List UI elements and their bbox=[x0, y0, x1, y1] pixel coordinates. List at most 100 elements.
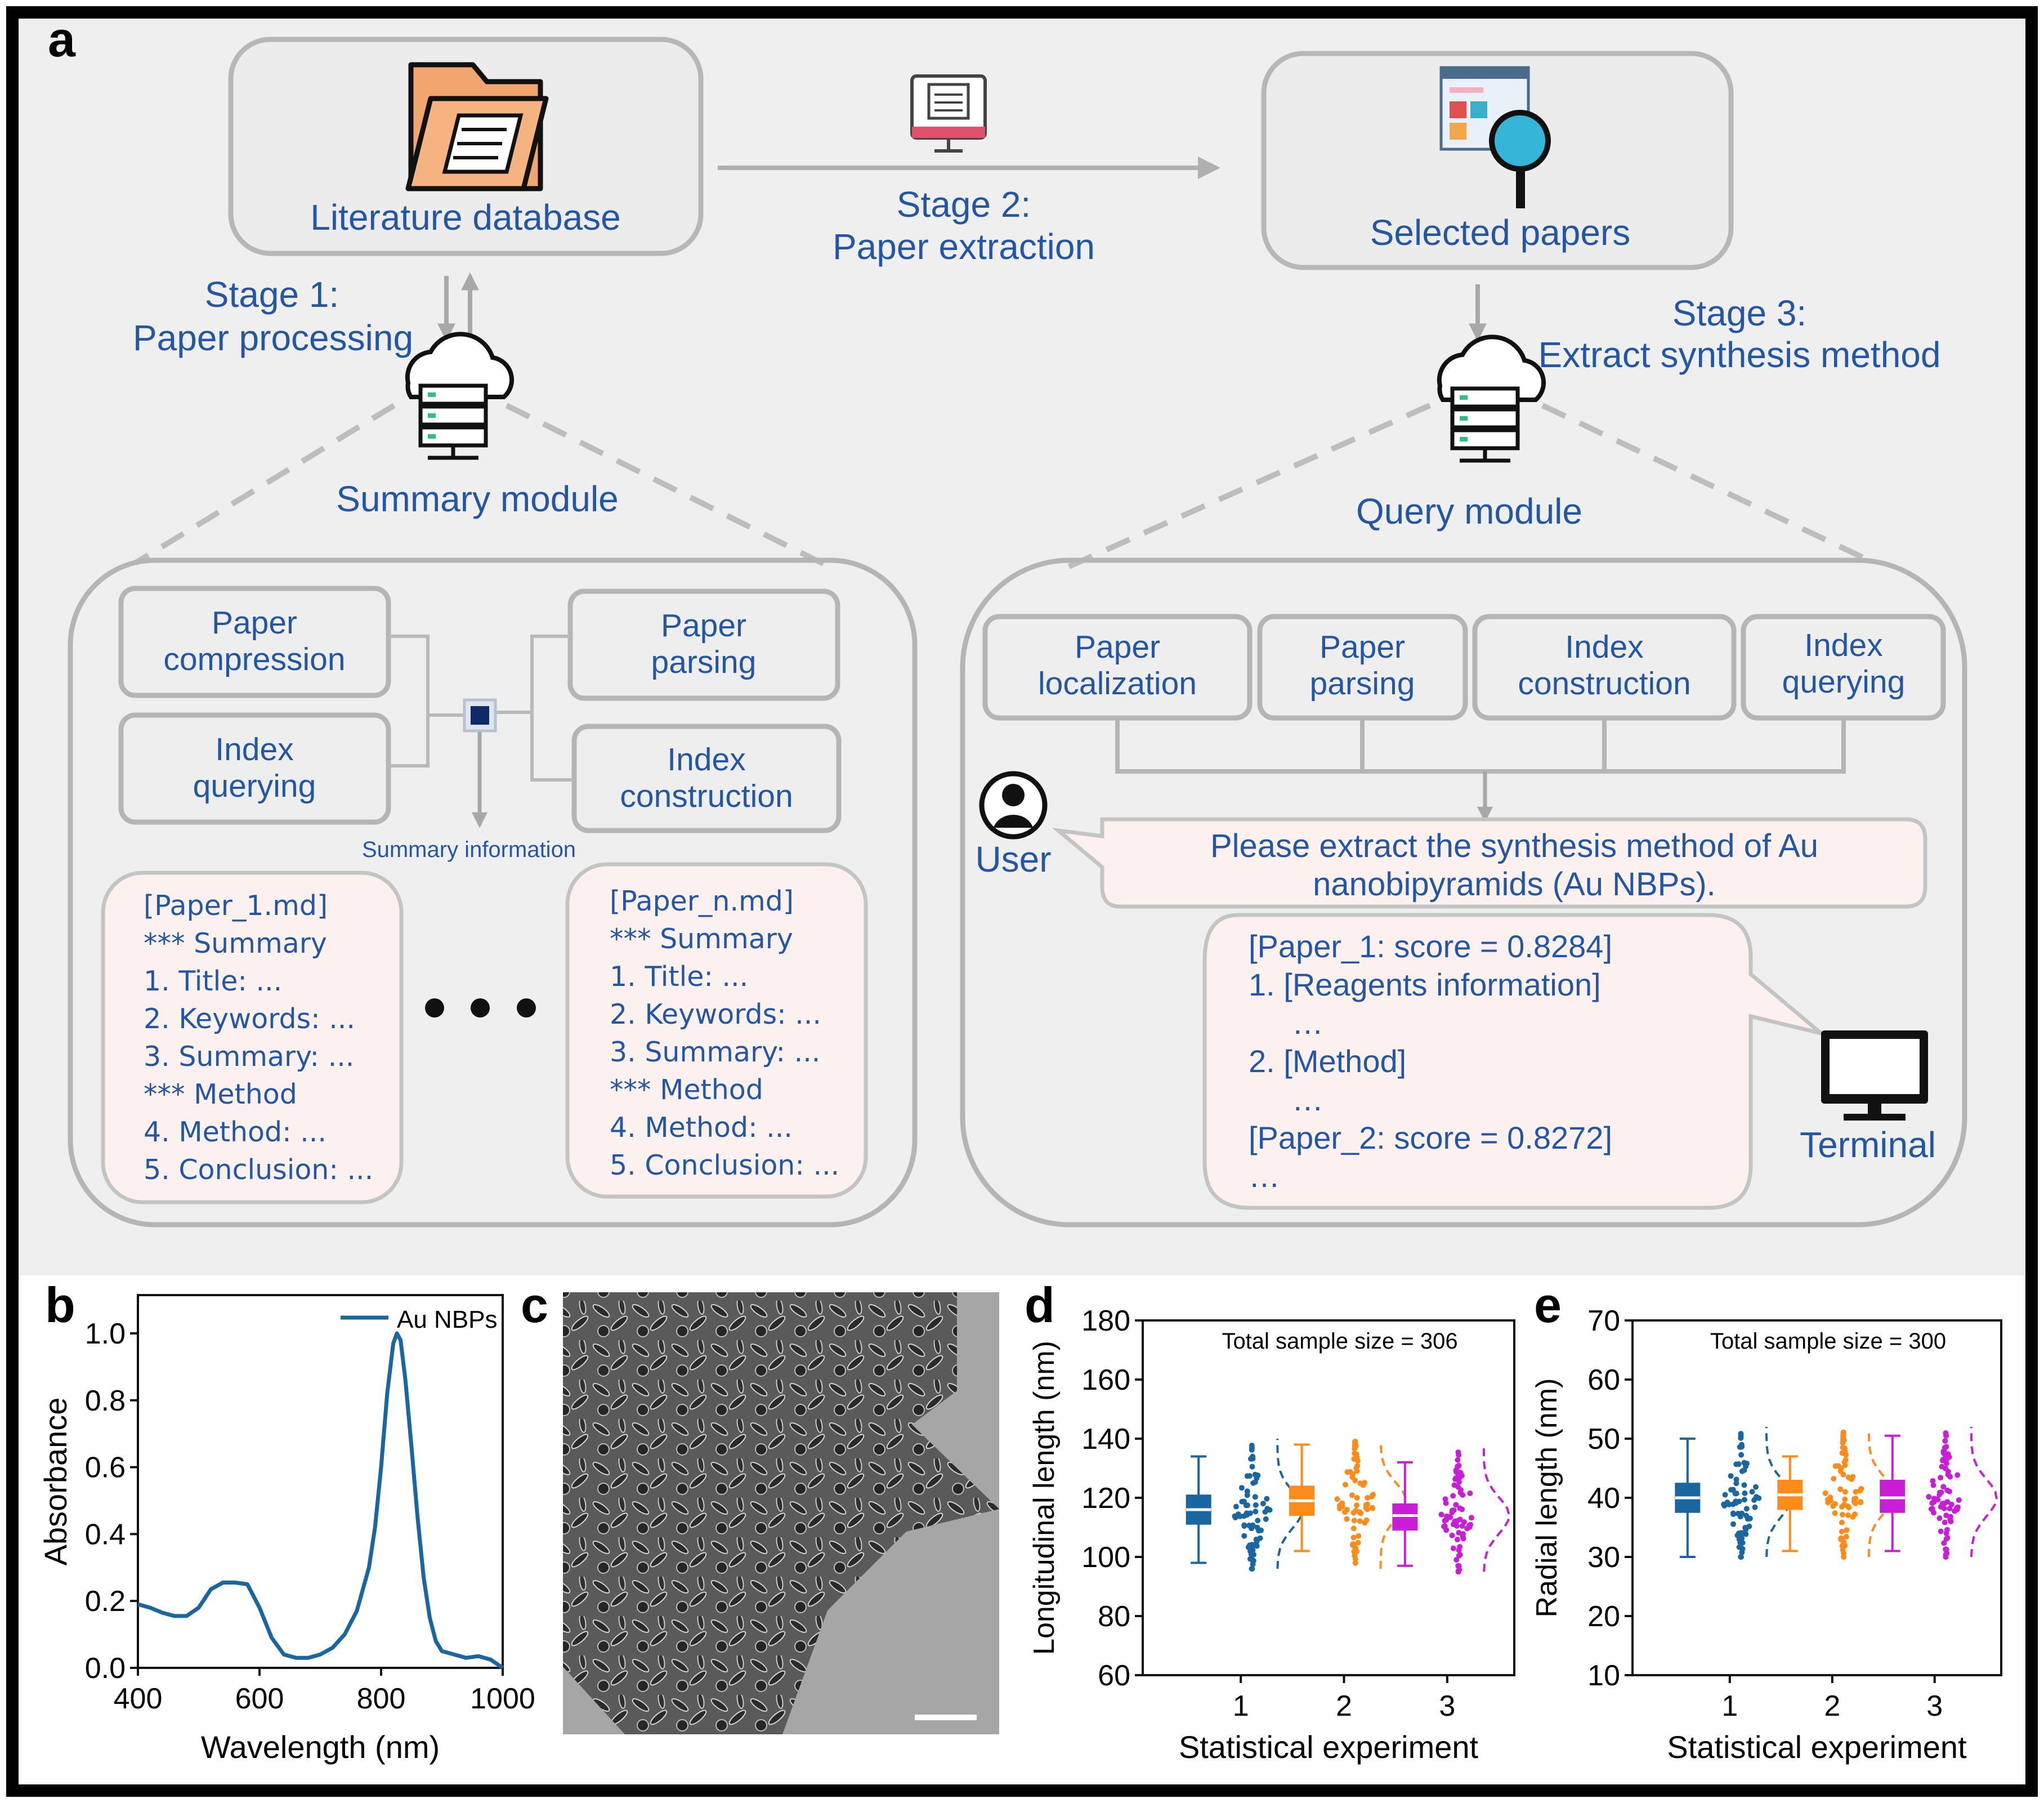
sample-point bbox=[1442, 1496, 1448, 1502]
sample-point bbox=[1449, 1532, 1455, 1538]
box-iqr bbox=[1392, 1503, 1418, 1531]
sample-point bbox=[1822, 1490, 1828, 1496]
paper-parsing-line1: Paper bbox=[661, 608, 746, 644]
sample-point bbox=[1255, 1518, 1261, 1524]
paper-compression-line2: compression bbox=[163, 641, 345, 677]
sample-point bbox=[1350, 1525, 1357, 1532]
sample-point bbox=[1455, 1569, 1461, 1575]
query-index-querying-line2: querying bbox=[1782, 664, 1906, 700]
sample-point bbox=[1449, 1509, 1455, 1515]
query-index-construction-line1: Index bbox=[1565, 629, 1643, 665]
sample-point bbox=[1954, 1504, 1961, 1510]
y-tick-label: 160 bbox=[1081, 1364, 1130, 1396]
folder-icon bbox=[405, 62, 549, 191]
index-construction-line2: construction bbox=[620, 778, 793, 814]
sample-point bbox=[1450, 1545, 1456, 1551]
summary-card-n-line: 1. Title: ... bbox=[610, 961, 748, 993]
sample-point bbox=[1467, 1490, 1473, 1496]
index-querying-line2: querying bbox=[193, 768, 316, 804]
sample-point bbox=[1447, 1514, 1453, 1520]
sample-point bbox=[1830, 1503, 1836, 1509]
sample-point bbox=[1943, 1530, 1949, 1537]
sample-size-annotation: Total sample size = 306 bbox=[1222, 1329, 1457, 1354]
sample-point bbox=[1931, 1510, 1936, 1516]
y-tick-label: 10 bbox=[1587, 1659, 1620, 1692]
sample-point bbox=[1457, 1474, 1463, 1480]
y-tick-label: 80 bbox=[1098, 1600, 1130, 1633]
sample-point bbox=[1353, 1507, 1359, 1514]
index-querying-line1: Index bbox=[215, 731, 293, 767]
sample-point bbox=[1458, 1487, 1464, 1493]
sample-point bbox=[1241, 1522, 1247, 1528]
sample-point bbox=[1737, 1539, 1743, 1546]
summary-card-1-line: 1. Title: ... bbox=[144, 965, 282, 997]
x-tick-label: 3 bbox=[1439, 1690, 1455, 1722]
sample-point bbox=[1947, 1506, 1953, 1512]
sample-point bbox=[1455, 1457, 1461, 1463]
x-tick-label: 1000 bbox=[470, 1682, 535, 1715]
sample-point bbox=[1730, 1521, 1736, 1527]
sample-point bbox=[1929, 1500, 1935, 1506]
sample-point bbox=[1841, 1459, 1848, 1465]
sample-point bbox=[1843, 1534, 1849, 1540]
sample-point bbox=[1741, 1497, 1747, 1503]
zoom-line-right bbox=[1541, 403, 1871, 563]
tem-image bbox=[563, 1292, 999, 1734]
sample-point bbox=[1254, 1543, 1260, 1549]
sample-point bbox=[1456, 1563, 1462, 1569]
summary-card-n-line: 4. Method: ... bbox=[610, 1112, 793, 1144]
summary-card-n-line: 5. Conclusion: ... bbox=[610, 1149, 839, 1181]
paper-localization-line1: Paper bbox=[1075, 629, 1160, 665]
sample-point bbox=[1840, 1431, 1846, 1436]
sample-point bbox=[1842, 1489, 1848, 1495]
sample-point bbox=[1930, 1478, 1936, 1484]
sample-point bbox=[1721, 1503, 1728, 1509]
user-label: User bbox=[975, 839, 1051, 880]
sample-point bbox=[1370, 1492, 1376, 1498]
summary-card-1-line: *** Summary bbox=[144, 927, 327, 959]
sample-point bbox=[1455, 1463, 1461, 1470]
sample-point bbox=[1947, 1516, 1953, 1522]
sample-point bbox=[1956, 1497, 1962, 1503]
scale-bar bbox=[915, 1715, 977, 1720]
x-axis-label: Wavelength (nm) bbox=[201, 1729, 440, 1765]
sample-point bbox=[1450, 1493, 1456, 1499]
sample-point bbox=[1352, 1451, 1358, 1457]
sample-point bbox=[1468, 1515, 1474, 1521]
terminal-response-line: 1. [Reagents information] bbox=[1249, 967, 1601, 1002]
stage1-line2: Paper processing bbox=[133, 318, 413, 358]
search-papers-icon bbox=[1439, 66, 1551, 208]
stage1-line1: Stage 1: bbox=[205, 274, 339, 315]
x-axis-label: Statistical experiment bbox=[1179, 1729, 1479, 1765]
y-tick-label: 60 bbox=[1098, 1659, 1130, 1692]
sample-point bbox=[1832, 1510, 1838, 1516]
sample-point bbox=[1453, 1523, 1460, 1529]
sample-point bbox=[1941, 1505, 1947, 1511]
stage2-line1: Stage 2: bbox=[897, 184, 1031, 225]
sample-point bbox=[1238, 1485, 1245, 1491]
query-index-construction-line2: construction bbox=[1518, 666, 1690, 702]
sample-point bbox=[1954, 1472, 1961, 1478]
sample-point bbox=[1845, 1512, 1851, 1518]
document-monitor-icon bbox=[910, 74, 987, 153]
sample-point bbox=[1944, 1487, 1951, 1493]
sample-point bbox=[1853, 1496, 1859, 1502]
sample-point bbox=[1460, 1492, 1466, 1498]
sample-point bbox=[1943, 1432, 1949, 1439]
sample-point bbox=[1938, 1475, 1944, 1481]
y-tick-label: 0.0 bbox=[85, 1652, 126, 1685]
panel-label-c: c bbox=[521, 1277, 548, 1333]
x-tick-label: 2 bbox=[1336, 1690, 1352, 1722]
sample-size-annotation: Total sample size = 300 bbox=[1710, 1329, 1946, 1354]
sample-point bbox=[1457, 1505, 1463, 1511]
sample-point bbox=[1264, 1506, 1271, 1512]
legend-label: Au NBPs bbox=[397, 1306, 498, 1333]
sample-point bbox=[1722, 1492, 1728, 1498]
zoom-line-left bbox=[505, 403, 829, 569]
sample-point bbox=[1232, 1515, 1238, 1520]
user-icon bbox=[979, 771, 1048, 840]
monitor-icon bbox=[1821, 1030, 1928, 1121]
